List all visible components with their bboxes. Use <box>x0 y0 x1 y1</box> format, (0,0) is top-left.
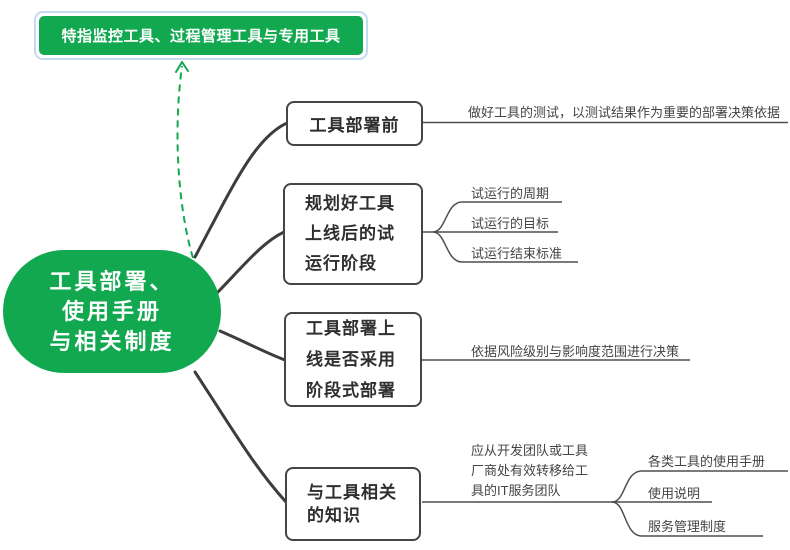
branch-label-line: 阶段式部署 <box>306 381 396 400</box>
root-label-line: 与相关制度 <box>49 328 175 354</box>
connector-root-branch3 <box>218 329 287 362</box>
branch-label-line: 工具部署上 <box>306 319 396 338</box>
leaf-label-line: 具的IT服务团队 <box>471 483 561 498</box>
branch-label-line: 线是否采用 <box>306 350 396 369</box>
leaf-label-line: 厂商处有效转移给工 <box>471 463 589 478</box>
leaf-topic-trial-goal[interactable]: 试运行的目标 <box>471 216 550 231</box>
subleaf-topic-usage-instructions[interactable]: 使用说明 <box>648 486 701 501</box>
root-node[interactable]: 工具部署、 使用手册 与相关制度 <box>3 250 221 373</box>
branch-node-staged-deployment[interactable]: 工具部署上 线是否采用 阶段式部署 <box>284 312 422 407</box>
relationship-arrowhead-icon <box>175 61 189 73</box>
connector-branch4-subleaf3 <box>611 501 763 537</box>
branch-label-line: 的知识 <box>307 506 361 525</box>
connector-root-branch4 <box>193 370 288 504</box>
connector-branch2-leaf3 <box>432 231 578 263</box>
branch-label-line: 规划好工具 <box>305 194 395 213</box>
subleaf-topic-user-manuals[interactable]: 各类工具的使用手册 <box>648 454 766 469</box>
branch-node-trial-run-plan[interactable]: 规划好工具 上线后的试 运行阶段 <box>283 183 423 285</box>
leaf-topic-trial-end-criteria[interactable]: 试运行结束标准 <box>471 246 563 261</box>
root-label-line: 使用手册 <box>61 298 162 324</box>
connector-root-branch1 <box>193 121 289 259</box>
branch-node-deploy-before[interactable]: 工具部署前 <box>286 101 423 146</box>
branch-node-tool-knowledge[interactable]: 与工具相关 的知识 <box>285 467 421 541</box>
branch-label-line: 上线后的试 <box>305 224 395 243</box>
root-label-line: 工具部署、 <box>49 268 175 294</box>
relationship-dashed-link <box>176 65 194 259</box>
leaf-label-line: 应从开发团队或工具 <box>471 443 589 458</box>
connector-branch2-leaf1 <box>432 201 562 233</box>
connector-branch4-subleaf1 <box>611 470 788 503</box>
leaf-topic-knowledge-transfer[interactable]: 应从开发团队或工具 厂商处有效转移给工 具的IT服务团队 <box>471 441 588 501</box>
branch-label-line: 工具部署前 <box>309 116 400 135</box>
leaf-topic-risk-decision[interactable]: 依据风险级别与影响度范围进行决策 <box>471 344 680 359</box>
floating-topic-label: 特指监控工具、过程管理工具与专用工具 <box>39 16 363 55</box>
leaf-topic-trial-cycle[interactable]: 试运行的周期 <box>471 186 550 201</box>
leaf-topic-testing-basis[interactable]: 做好工具的测试，以测试结果作为重要的部署决策依据 <box>468 105 781 120</box>
subleaf-topic-service-mgmt-policy[interactable]: 服务管理制度 <box>648 519 727 534</box>
branch-label-line: 运行阶段 <box>305 254 377 273</box>
branch-label-line: 与工具相关 <box>307 483 397 502</box>
connector-root-branch2 <box>215 230 286 295</box>
floating-topic-node[interactable]: 特指监控工具、过程管理工具与专用工具 <box>34 11 368 60</box>
